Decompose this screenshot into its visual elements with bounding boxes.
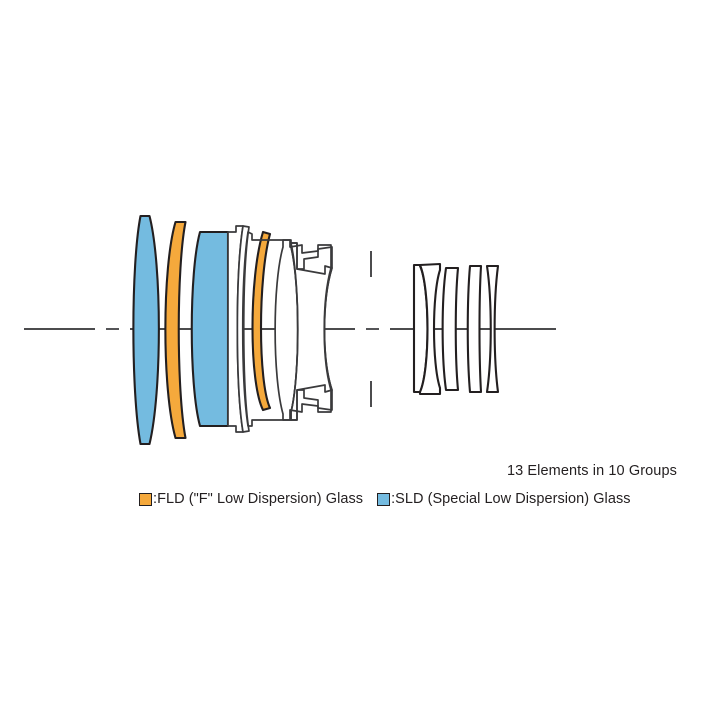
fld-swatch-icon [139,493,152,506]
legend-item-sld: :SLD (Special Low Dispersion) Glass [377,492,630,507]
lens-element-e1-sld-meniscus [132,214,160,446]
lens-element-e10-standard-doublet-rear [418,262,442,396]
legend-label-fld: :FLD ("F" Low Dispersion) Glass [153,491,364,507]
lens-element-e11-standard-plano [441,266,460,392]
sld-swatch-icon [377,493,391,506]
element-count-label: 13 Elements in 10 Groups [506,463,677,479]
legend-item-fld: :FLD ("F" Low Dispersion) Glass [139,492,363,507]
legend-label-sld: :SLD (Special Low Dispersion) Glass [391,491,631,507]
glass-type-legend: :FLD ("F" Low Dispersion) Glass :SLD (Sp… [139,492,631,507]
lens-element-e3-sld-biconvex [190,230,230,428]
lens-element-e13-standard-biconcave [485,264,500,394]
lens-element-e8-outer-shell [290,242,333,421]
lens-element-front-housing-body [241,231,332,427]
lens-element-e12-standard-plano [466,264,483,394]
lens-element-e2-fld-meniscus [164,220,187,440]
lens-element-e6-fld-thin-meniscus [251,230,272,412]
